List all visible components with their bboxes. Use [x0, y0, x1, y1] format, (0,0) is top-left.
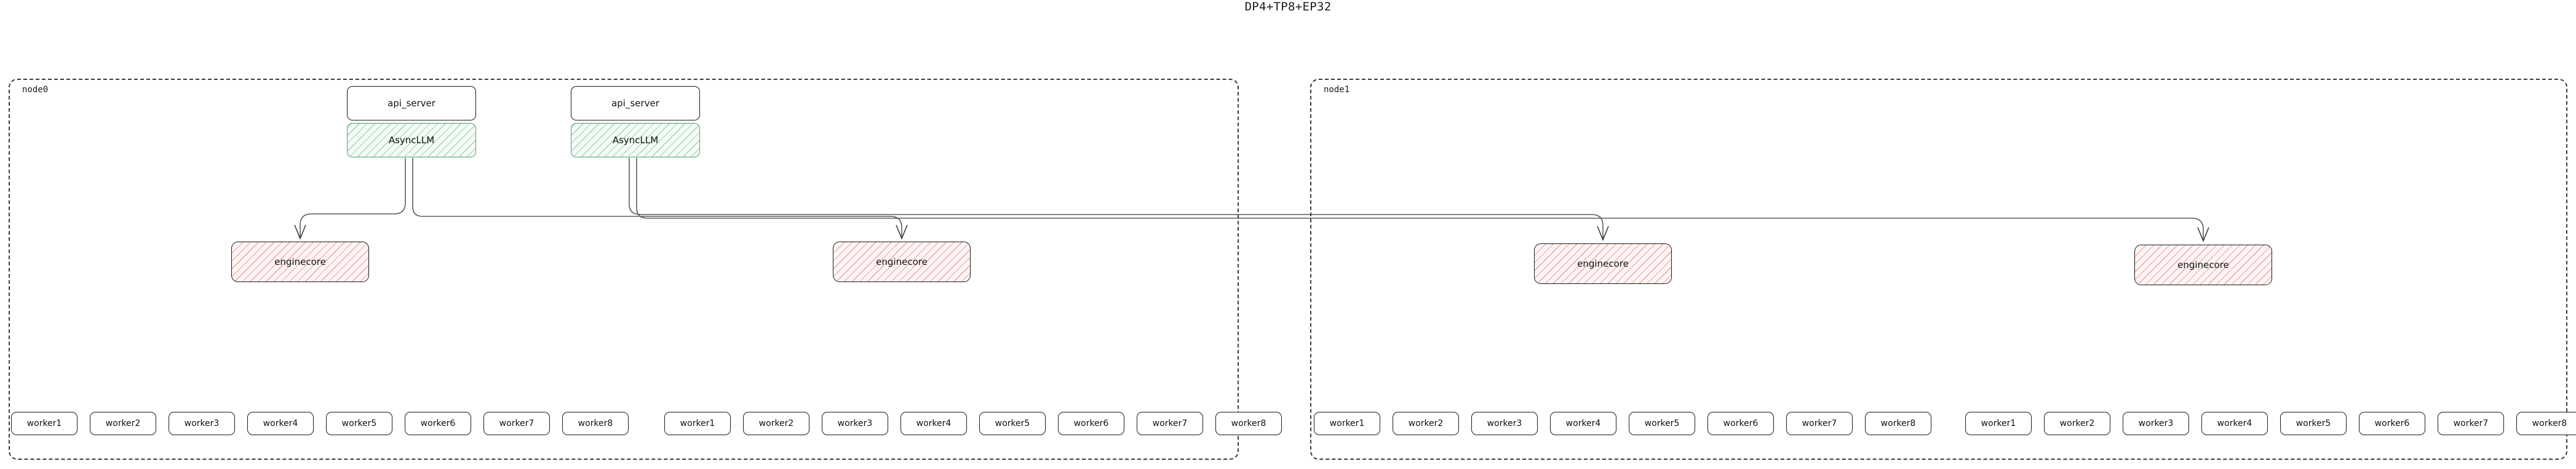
worker-box-node1-g1-worker4[interactable]: worker4	[2201, 412, 2268, 435]
worker-box-node1-g1-worker5[interactable]: worker5	[2280, 412, 2347, 435]
worker-box-node0-g1-worker8[interactable]: worker8	[1215, 412, 1282, 435]
worker-box-node0-g0-worker8[interactable]: worker8	[562, 412, 629, 435]
worker-box-node1-g0-worker8[interactable]: worker8	[1865, 412, 1931, 435]
worker-box-node1-g0-worker6[interactable]: worker6	[1707, 412, 1774, 435]
enginecore-box-node0-1[interactable]: enginecore	[833, 242, 971, 282]
node-cluster-node0: node0	[9, 79, 1239, 460]
api-server-box-node0-1[interactable]: api_server	[571, 86, 700, 120]
worker-box-node1-g0-worker2[interactable]: worker2	[1393, 412, 1459, 435]
worker-box-node1-g0-worker3[interactable]: worker3	[1471, 412, 1538, 435]
worker-box-node0-g1-worker4[interactable]: worker4	[900, 412, 967, 435]
node-cluster-label-node1: node1	[1324, 85, 1350, 95]
worker-box-node1-g0-worker5[interactable]: worker5	[1629, 412, 1695, 435]
node-cluster-node1: node1	[1310, 79, 2567, 460]
worker-box-node0-g1-worker2[interactable]: worker2	[743, 412, 809, 435]
enginecore-box-node0-0[interactable]: enginecore	[231, 242, 369, 282]
enginecore-box-node1-0[interactable]: enginecore	[1534, 243, 1672, 284]
worker-box-node0-g1-worker7[interactable]: worker7	[1137, 412, 1203, 435]
api-server-box-node0-0[interactable]: api_server	[347, 86, 476, 120]
worker-box-node0-g1-worker1[interactable]: worker1	[664, 412, 731, 435]
worker-box-node1-g1-worker7[interactable]: worker7	[2438, 412, 2504, 435]
page-title: DP4+TP8+EP32	[1244, 0, 1332, 14]
asyncllm-box-node0-2[interactable]: AsyncLLM	[347, 123, 476, 157]
worker-box-node1-g1-worker6[interactable]: worker6	[2359, 412, 2425, 435]
worker-box-node0-g0-worker4[interactable]: worker4	[247, 412, 314, 435]
worker-box-node1-g0-worker7[interactable]: worker7	[1786, 412, 1853, 435]
worker-box-node1-g1-worker8[interactable]: worker8	[2516, 412, 2576, 435]
worker-box-node0-g0-worker1[interactable]: worker1	[11, 412, 78, 435]
worker-box-node0-g1-worker5[interactable]: worker5	[979, 412, 1046, 435]
worker-box-node0-g1-worker3[interactable]: worker3	[822, 412, 888, 435]
worker-box-node0-g0-worker3[interactable]: worker3	[169, 412, 235, 435]
node-cluster-label-node0: node0	[22, 85, 49, 95]
worker-box-node0-g1-worker6[interactable]: worker6	[1058, 412, 1124, 435]
enginecore-box-node1-1[interactable]: enginecore	[2134, 245, 2272, 285]
worker-box-node1-g0-worker1[interactable]: worker1	[1314, 412, 1380, 435]
worker-box-node1-g1-worker1[interactable]: worker1	[1965, 412, 2032, 435]
worker-box-node1-g1-worker2[interactable]: worker2	[2044, 412, 2110, 435]
worker-box-node0-g0-worker2[interactable]: worker2	[90, 412, 156, 435]
worker-box-node0-g0-worker7[interactable]: worker7	[483, 412, 550, 435]
worker-box-node0-g0-worker6[interactable]: worker6	[405, 412, 471, 435]
worker-box-node1-g0-worker4[interactable]: worker4	[1550, 412, 1616, 435]
worker-box-node0-g0-worker5[interactable]: worker5	[326, 412, 392, 435]
asyncllm-box-node0-3[interactable]: AsyncLLM	[571, 123, 700, 157]
worker-box-node1-g1-worker3[interactable]: worker3	[2123, 412, 2189, 435]
